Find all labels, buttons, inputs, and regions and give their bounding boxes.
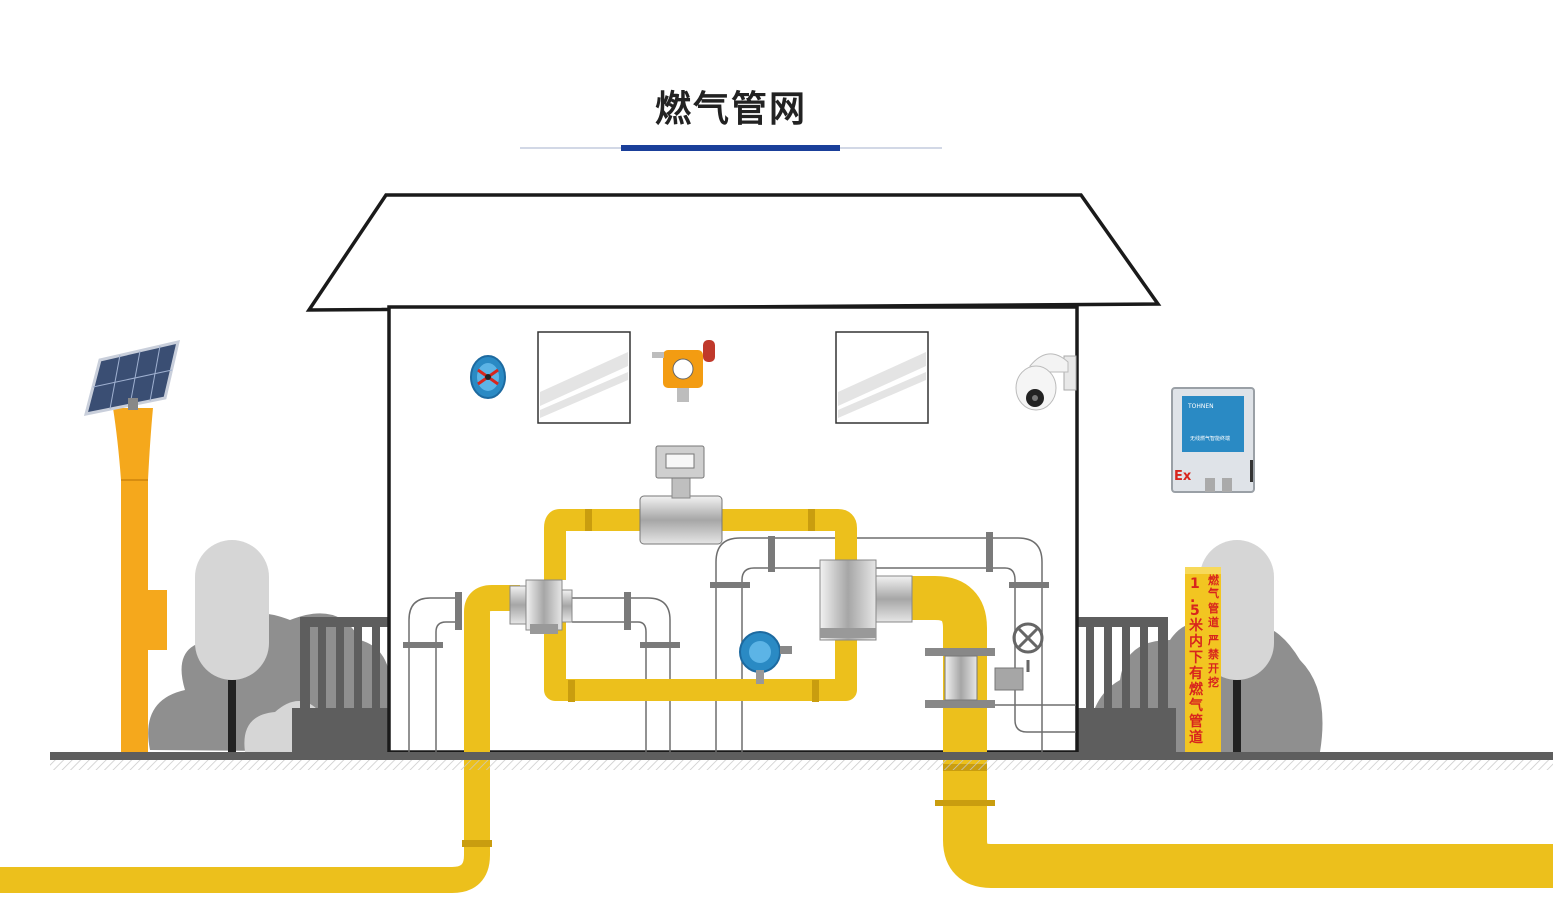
solar-panel-icon xyxy=(83,339,181,416)
flow-meter-icon xyxy=(639,445,723,545)
title-underline-accent xyxy=(621,145,840,151)
bypass-flanges xyxy=(403,532,1049,648)
fan-icon xyxy=(470,355,506,399)
left-tee-fitting xyxy=(509,579,573,634)
pressure-transmitter-icon xyxy=(739,631,792,684)
right-tee-fitting xyxy=(819,559,913,641)
window-left xyxy=(537,331,631,424)
control-box-caption: 无线燃气智能终端 xyxy=(1190,435,1230,442)
valve-handwheel-icon xyxy=(1012,622,1044,672)
right-fence xyxy=(1078,617,1176,752)
gas-pipes xyxy=(0,509,1553,893)
control-box-header: TOHNEN xyxy=(1187,403,1214,410)
explosion-mark: Ex xyxy=(1174,469,1192,484)
left-fence xyxy=(292,617,390,752)
page-title: 燃气管网 xyxy=(654,89,807,130)
outlet-valve xyxy=(925,648,1024,708)
gas-detector-icon xyxy=(652,340,715,402)
window-right xyxy=(835,331,929,424)
solar-post xyxy=(83,339,181,752)
dome-camera-icon xyxy=(1015,353,1077,411)
bypass-lines xyxy=(408,537,1076,752)
marker-text-line-2: 燃气管道严禁开挖 xyxy=(1207,573,1220,689)
ground xyxy=(50,752,1553,770)
control-box-icon: TOHNEN 无线燃气智能终端 Ex xyxy=(1171,387,1255,493)
